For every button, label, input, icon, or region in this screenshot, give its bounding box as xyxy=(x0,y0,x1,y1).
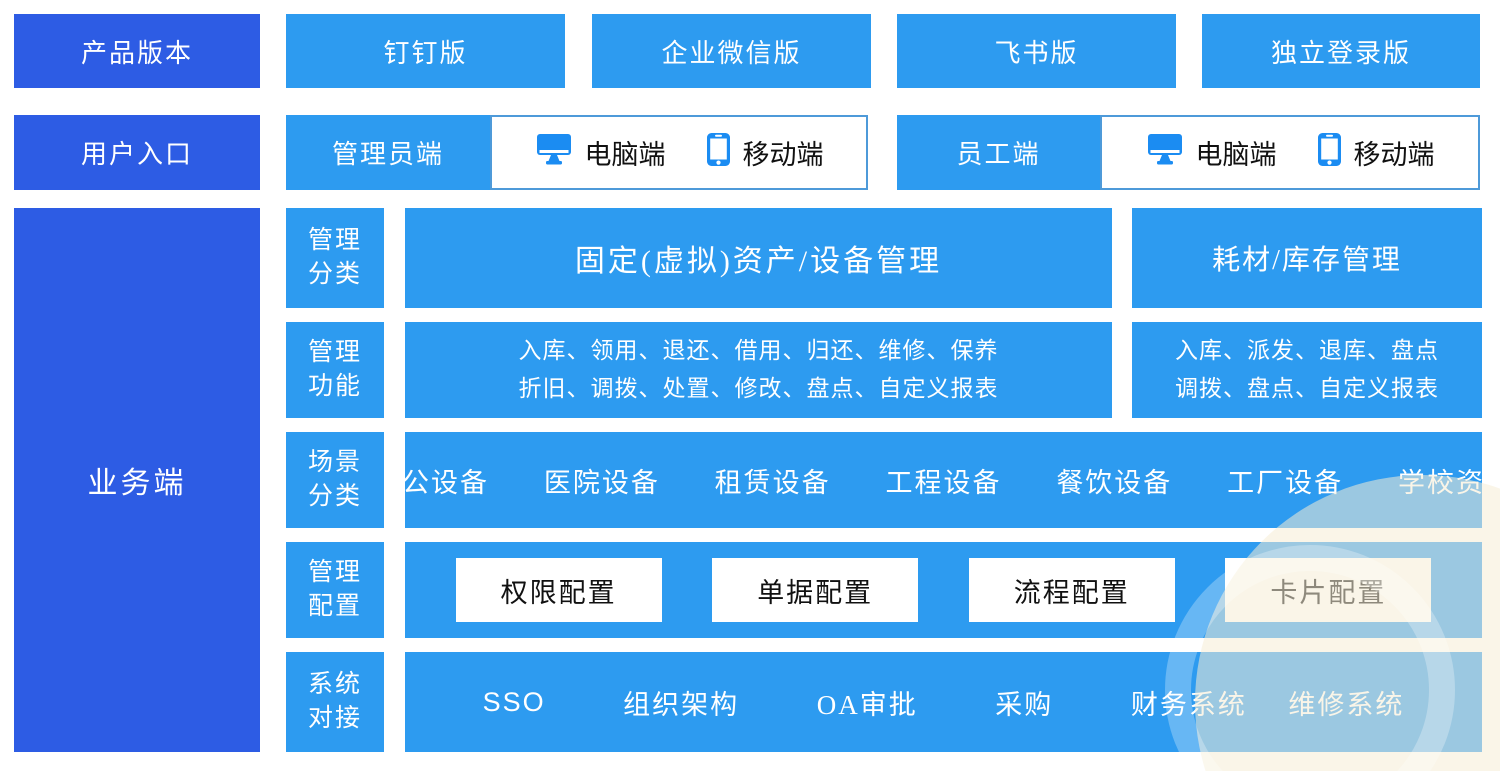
scene-leasing: 租赁设备 xyxy=(714,467,831,498)
scene-office: 办公设备 xyxy=(405,467,489,498)
consumable-functions-line2: 调拨、盘点、自定义报表 xyxy=(1175,376,1439,401)
scene-catering: 餐饮设备 xyxy=(1056,467,1173,498)
product-versions-header: 产品版本 xyxy=(14,14,260,88)
mobile-icon xyxy=(1317,132,1342,174)
card-config-button[interactable]: 卡片配置 xyxy=(1225,558,1432,622)
integration-org-structure: 组织架构 xyxy=(623,689,740,720)
asset-functions-line1: 入库、领用、退还、借用、归还、维修、保养 xyxy=(518,338,999,364)
admin-entry[interactable]: 管理员端 xyxy=(286,115,490,190)
row-label-management-functions: 管理 功能 xyxy=(286,322,384,418)
system-integration-block: SSO 组织架构 OA审批 采购 财务系统 维修系统 xyxy=(405,652,1482,752)
row-label-system-integration: 系统 对接 xyxy=(286,652,384,752)
admin-channels-box: 电脑端 移动端 xyxy=(490,115,868,190)
config-block: 权限配置 单据配置 流程配置 卡片配置 xyxy=(405,542,1482,638)
desktop-icon xyxy=(535,132,573,173)
asset-functions-block: 入库、领用、退还、借用、归还、维修、保养 折旧、调拨、处置、修改、盘点、自定义报… xyxy=(405,322,1112,418)
integration-sso: SSO xyxy=(482,686,546,717)
version-dingtalk[interactable]: 钉钉版 xyxy=(286,14,565,88)
employee-channels-box: 电脑端 移动端 xyxy=(1100,115,1480,190)
integration-finance-system: 财务系统 xyxy=(1130,689,1247,720)
admin-desktop-channel[interactable]: 电脑端 xyxy=(535,132,666,173)
admin-desktop-label: 电脑端 xyxy=(584,140,666,170)
employee-entry[interactable]: 员工端 xyxy=(897,115,1100,190)
mobile-icon xyxy=(706,132,731,174)
document-config-button[interactable]: 单据配置 xyxy=(712,558,919,622)
scene-engineering: 工程设备 xyxy=(885,467,1002,498)
row-label-management-config: 管理 配置 xyxy=(286,542,384,638)
employee-desktop-channel[interactable]: 电脑端 xyxy=(1146,132,1277,173)
version-standalone[interactable]: 独立登录版 xyxy=(1202,14,1480,88)
row-label-management-category: 管理 分类 xyxy=(286,208,384,308)
scene-hospital: 医院设备 xyxy=(543,467,660,498)
integration-maintenance-system: 维修系统 xyxy=(1288,689,1405,720)
admin-mobile-label: 移动端 xyxy=(742,140,824,170)
consumable-functions-line1: 入库、派发、退库、盘点 xyxy=(1175,338,1439,364)
admin-mobile-channel[interactable]: 移动端 xyxy=(706,132,824,174)
user-entry-header: 用户入口 xyxy=(14,115,260,190)
employee-mobile-channel[interactable]: 移动端 xyxy=(1317,132,1435,174)
scene-school: 学校资产 xyxy=(1397,467,1482,498)
consumable-functions-block: 入库、派发、退库、盘点 调拨、盘点、自定义报表 xyxy=(1132,322,1482,418)
fixed-asset-management-block[interactable]: 固定(虚拟)资产/设备管理 xyxy=(405,208,1112,308)
desktop-icon xyxy=(1146,132,1184,173)
workflow-config-button[interactable]: 流程配置 xyxy=(968,558,1175,622)
business-side-header: 业务端 xyxy=(14,208,260,752)
employee-desktop-label: 电脑端 xyxy=(1195,140,1277,170)
consumable-inventory-block[interactable]: 耗材/库存管理 xyxy=(1132,208,1482,308)
version-feishu[interactable]: 飞书版 xyxy=(897,14,1176,88)
permission-config-button[interactable]: 权限配置 xyxy=(455,558,662,622)
integration-oa-approval: OA审批 xyxy=(816,689,918,720)
scene-categories-block: 办公设备 医院设备 租赁设备 工程设备 餐饮设备 工厂设备 学校资产 xyxy=(405,432,1482,528)
version-wecom[interactable]: 企业微信版 xyxy=(592,14,871,88)
integration-procurement: 采购 xyxy=(995,689,1054,720)
employee-mobile-label: 移动端 xyxy=(1353,140,1435,170)
row-label-scene-category: 场景 分类 xyxy=(286,432,384,528)
scene-factory: 工厂设备 xyxy=(1227,467,1344,498)
asset-functions-line2: 折旧、调拨、处置、修改、盘点、自定义报表 xyxy=(518,376,999,401)
